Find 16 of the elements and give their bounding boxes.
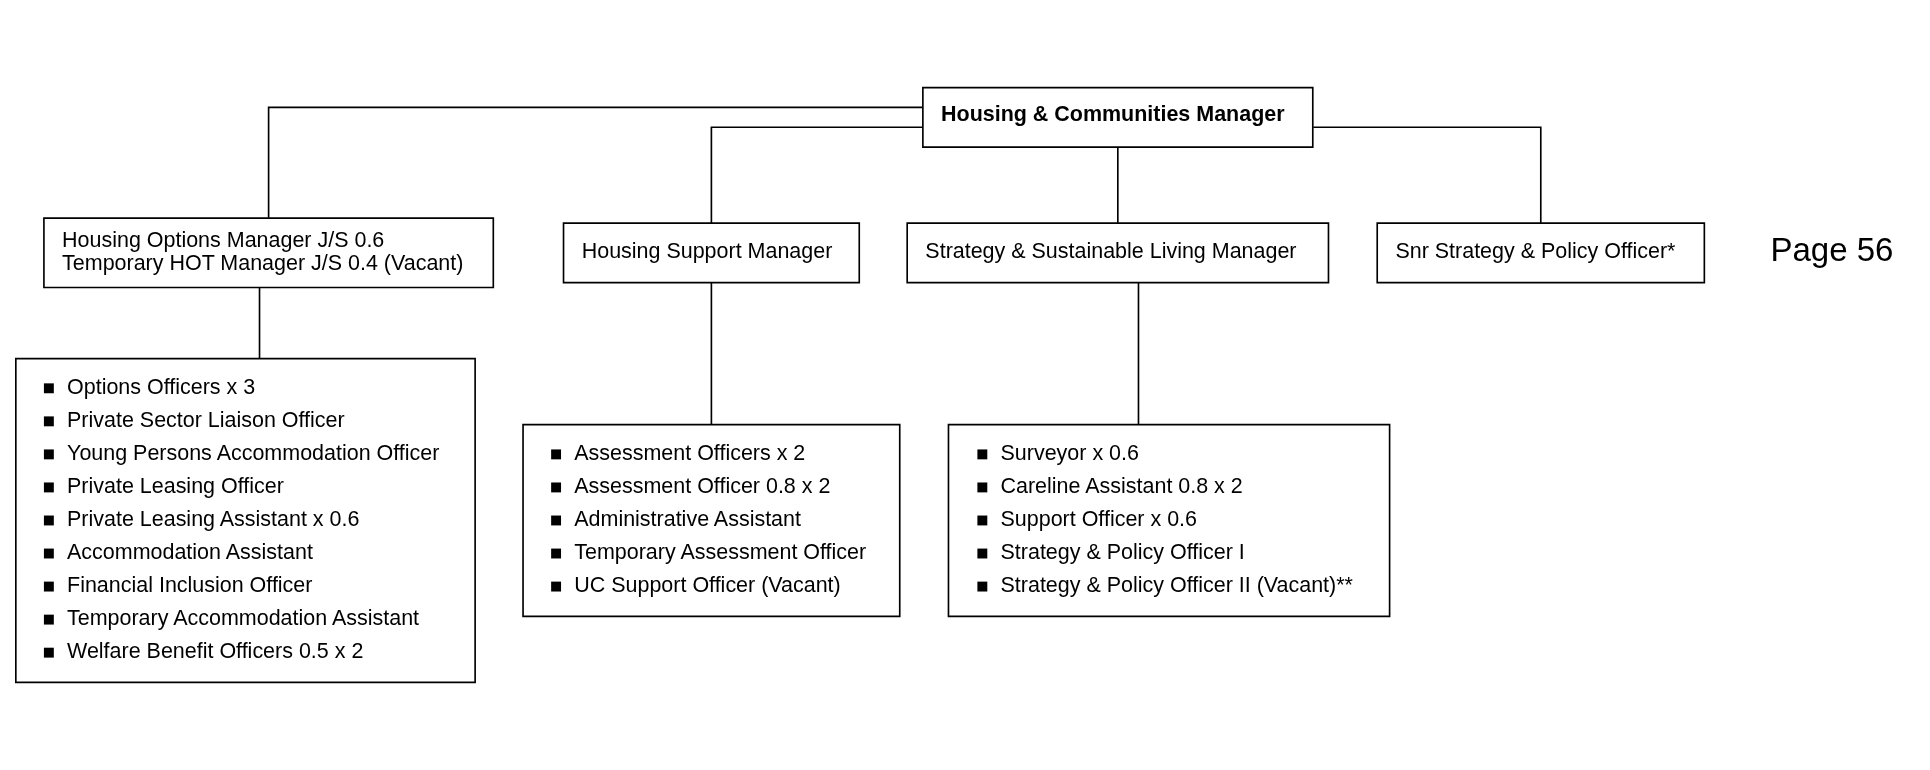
connector [258,287,261,360]
connector [710,126,924,224]
connector [1312,126,1542,224]
connector [267,106,924,219]
node-box: Housing & Communities Manager [922,86,1314,148]
node-box: Strategy & Sustainable Living Manager [906,222,1330,284]
connector [1117,146,1119,224]
node-box: Snr Strategy & Policy Officer* [1376,222,1706,284]
node-box: Options Officers x 3 Private Sector Liaison Officer Young Persons Accommodation Officer Private Leasing Officer Private Leasing Assistant x 0.6 Accommodation Assistant Financial Inclusion Officer Temporary Accommodation Assistant Welfare Benefit Officers 0.5 x 2 [15,357,476,684]
connector [1137,282,1140,426]
node-box: Surveyor x 0.6 Careline Assistant 0.8 x 2 Support Officer x 0.6 Strategy & Policy Officer I Strategy & Policy Officer II (Vacant)** [947,423,1391,618]
label: Page 56 [1770,231,1894,269]
node-box: Housing Options Manager J/S 0.6 Temporary HOT Manager J/S 0.4 (Vacant) [43,217,495,289]
node-box: Assessment Officers x 2 Assessment Officer 0.8 x 2 Administrative Assistant Temporary Assessment Officer UC Support Officer (Vacant) [522,423,901,618]
connector [710,282,713,426]
node-box: Housing Support Manager [562,222,861,284]
